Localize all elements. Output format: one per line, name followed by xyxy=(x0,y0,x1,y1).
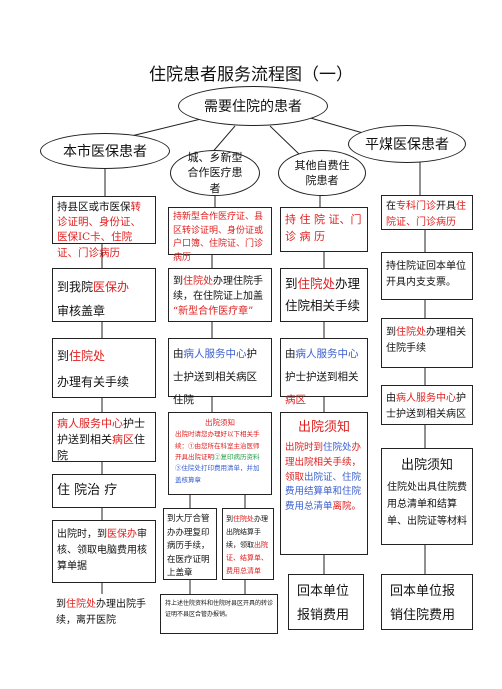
col1-r6c: 审核、领取电脑费用核算单据 xyxy=(57,529,147,572)
col3-notice-d: 出院证、住院费用结算单和住院费用总清单 xyxy=(285,471,362,513)
col2-notice-a: 出院时请您办理好以下相关手续： xyxy=(175,430,260,450)
col2-step-copy-records: 到大厅合管办办理复印病历手续，在医疗证明上盖章 xyxy=(163,508,217,580)
col3-notice-e: 离院。 xyxy=(332,501,362,513)
col1-step-documents-text-b: 转诊证明、身份证、医保IC卡、住院证、门诊病历 xyxy=(57,201,141,259)
col2-step-discharge-settle: 到住院处办理出院结算手续，领取出院证、结算单、费用总清单 xyxy=(222,508,274,580)
col2-r2a: 到 xyxy=(173,276,183,287)
col3-r2a: 到 xyxy=(285,276,298,291)
col4-r3a: 到 xyxy=(386,327,396,338)
col4-r1d: 住院证、门诊病历 xyxy=(386,201,466,228)
col2-r5r-a: 到 xyxy=(226,515,233,523)
top-node-patients: 需要住院的患者 xyxy=(178,86,328,126)
col2-r2d: “新型合作医疗章” xyxy=(173,306,254,317)
col1-r6a: 出院时，到 xyxy=(57,529,107,540)
col4-r1c: 开具 xyxy=(436,201,456,212)
col2-step-reimburse: 持上述住院资料和住院时县区开具的转诊证明不县区合管办报销。 xyxy=(160,594,278,634)
col1-step-leave-hospital: 到住院处办理出院手续，离开医院 xyxy=(52,594,156,630)
col4-step-nurse-escort: 由病人服务中心护士护送到相关病区 xyxy=(381,385,473,425)
col3-r2c: 办理住院相关手续 xyxy=(285,276,361,313)
col3-notice-a: 出院时到 xyxy=(285,442,324,454)
category-pingmei-insurance: 平煤医保患者 xyxy=(348,125,466,163)
col1-r2a: 到我院 xyxy=(57,280,94,294)
col4-step-check: 持住院证回本单位开具内支支票。 xyxy=(381,252,473,300)
col4-r3b: 住院处 xyxy=(396,327,426,338)
col3-r2b: 住院处 xyxy=(297,276,336,291)
col3-r3c: 护士护送到相关 xyxy=(285,371,359,384)
col2-notice-title: 出院须知 xyxy=(205,418,235,427)
col2-notice-b: ①由您所在科室主治医师开具出院证明 xyxy=(175,441,260,461)
col2-notice-d: ③住院处打印费用清单，并加盖核算章 xyxy=(175,464,260,484)
col3-notice-c: 办理出院相关手续，领取 xyxy=(285,442,362,483)
col1-r3a: 到 xyxy=(57,349,70,363)
col2-r3b: 病人服务中心 xyxy=(183,348,247,360)
col3-notice-b: 住院处 xyxy=(323,442,352,454)
col1-r2c: 审核盖章 xyxy=(57,304,106,318)
col2-r3a: 由 xyxy=(173,348,184,360)
col2-r3d: 病区 xyxy=(236,371,257,384)
category-city-insurance: 本市医保患者 xyxy=(40,133,170,169)
col1-r4b: 护士护送到相关 xyxy=(57,417,145,446)
col3-discharge-notice: 出院须知 出院时到住院处办理出院相关手续，领取出院证、住院费用结算单和住院费用总… xyxy=(280,412,368,555)
col4-step-documents: 在专科门诊开具住院证、门诊病历 xyxy=(381,195,473,230)
col4-notice-body: 住院处出具住院费用总清单和结算单、出院证等材料 xyxy=(387,482,467,528)
col1-r6b: 医保办 xyxy=(107,529,137,540)
col3-r3b: 病人服务中心 xyxy=(295,348,359,360)
category-self-pay: 其他自费住院患者 xyxy=(278,150,366,196)
col1-r4a: 病人服务中心 xyxy=(57,417,123,430)
col4-r3c: 办理相关住院手续 xyxy=(386,327,466,354)
col4-r4c: 护士护送到相关病区 xyxy=(386,393,466,420)
col1-step-discharge-audit: 出院时，到医保办审核、领取电脑费用核算单据 xyxy=(52,520,156,583)
col1-step-documents: 持县区或市医保转诊证明、身份证、医保IC卡、住院证、门诊病历 xyxy=(52,196,156,259)
col2-discharge-notice: 出院须知 出院时请您办理好以下相关手续：①由您所在科室主治医师开具出院证明②复印… xyxy=(168,412,272,495)
col1-r7a: 到 xyxy=(56,599,66,610)
col2-r5r-c: 办理出院结算手续，领取 xyxy=(226,515,268,549)
col4-r4a: 由 xyxy=(386,393,396,404)
col4-discharge-notice: 出院须知 住院处出具住院费用总清单和结算单、出院证等材料 xyxy=(381,448,473,545)
col4-r1a: 在 xyxy=(386,201,396,212)
col1-r7b: 住院处 xyxy=(66,599,96,610)
col1-step-documents-text-a: 持县区或市医保 xyxy=(57,201,131,213)
col4-notice-title: 出院须知 xyxy=(400,458,453,473)
col1-r4c: 病区 xyxy=(112,432,134,446)
col2-r3c: 护士护送到相关 xyxy=(173,348,257,384)
col4-r4b: 病人服务中心 xyxy=(396,393,456,404)
col1-step-admission-office: 到住院处 办理有关手续 xyxy=(52,338,156,398)
col1-step-treatment: 住 院治 疗 xyxy=(52,474,156,508)
col2-step-admission: 到住院处办理住院手续，在住院证上加盖 “新型合作医疗章” xyxy=(168,268,272,322)
col1-r3b: 住院处 xyxy=(69,349,106,363)
col3-step-nurse-escort: 由病人服务中心护士护送到相关病区 xyxy=(280,338,368,406)
col1-r4d: 住院 xyxy=(57,432,145,462)
col3-step-documents: 持 住 院 证、门 诊 病 历 xyxy=(280,207,368,252)
col1-r7c: 办理出院手续，离开医院 xyxy=(56,599,146,626)
col3-r3a: 由 xyxy=(285,348,296,360)
col2-r2c: 办理住院手续，在住院证上加盖 xyxy=(173,276,263,302)
col4-step-admission: 到住院处办理相关住院手续 xyxy=(381,318,473,368)
col2-r5r-b: 住院处 xyxy=(233,515,254,523)
col2-step-documents: 持新型合作医疗证、县区转诊证明、身份证或户口簿、住院证、门诊病历 xyxy=(168,207,272,263)
col1-step-nurse-escort: 病人服务中心护士护送到相关病区住院 xyxy=(52,412,156,462)
col3-r3d: 病区 xyxy=(285,394,306,407)
col1-r2b: 医保办 xyxy=(93,280,130,294)
page-title: 住院患者服务流程图（一） xyxy=(149,65,353,85)
col2-r2b: 住院处 xyxy=(183,276,213,287)
col3-step-reimburse: 回本单位报销费用 xyxy=(288,574,364,630)
col2-r3e: 住院 xyxy=(173,394,194,407)
col1-r3c: 办理有关手续 xyxy=(57,375,130,390)
col4-r1b: 专科门诊 xyxy=(396,201,436,212)
col2-step-nurse-escort: 由病人服务中心护士护送到相关病区住院 xyxy=(168,338,272,406)
col2-r5r-d: 出院证、结算单、费用总清单 xyxy=(226,540,268,575)
col3-notice-title: 出院须知 xyxy=(297,420,350,435)
col3-step-admission: 到住院处办理住院相关手续 xyxy=(280,268,368,322)
col2-notice-c: ②复印病历资料 xyxy=(214,452,260,461)
category-rural-coop: 城、乡新型合作医疗患者 xyxy=(170,150,260,196)
col4-step-reimburse: 回本单位报销住院费用 xyxy=(381,574,473,630)
